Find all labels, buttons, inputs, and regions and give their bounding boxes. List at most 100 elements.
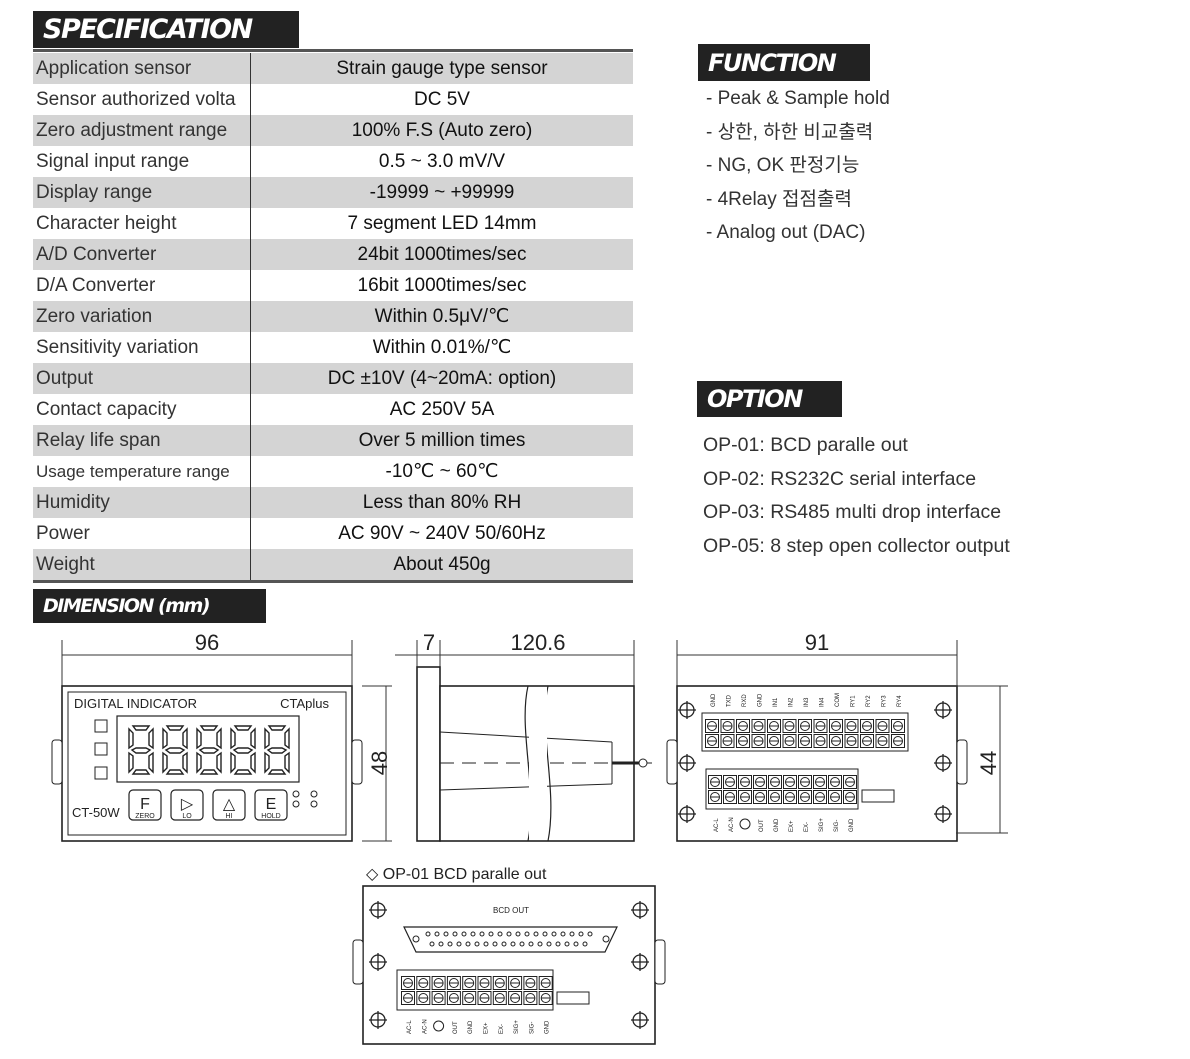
model-label: CT-50W — [72, 805, 120, 820]
terminal-label: OUT — [759, 819, 765, 832]
terminal-label: AC-L — [407, 1020, 413, 1034]
terminal: RY4 — [891, 695, 905, 748]
spec-value: About 450g — [250, 549, 633, 583]
terminal: COM — [829, 693, 843, 748]
bcd-pin — [542, 931, 548, 937]
spec-value: AC 90V ~ 240V 50/60Hz — [338, 523, 546, 544]
bcd-pin — [533, 931, 539, 937]
spec-label: Relay life span — [33, 425, 251, 456]
terminal: OUT — [446, 976, 461, 1034]
terminal: SIG- — [828, 775, 842, 832]
device-label: DIGITAL INDICATOR — [74, 696, 197, 711]
front-key-symbol: △ — [223, 796, 236, 813]
terminal-label: IN2 — [789, 697, 795, 707]
bcd-pin — [483, 941, 489, 947]
terminal-label: RXD — [742, 694, 748, 707]
terminal-label: EX+ — [789, 820, 795, 832]
dim-body-depth: 120.6 — [510, 630, 565, 655]
bcd-pin — [465, 941, 471, 947]
front-key-hi[interactable]: △HI — [212, 789, 246, 821]
terminal: GND — [538, 976, 553, 1034]
option-item: OP-02: RS232C serial interface — [703, 467, 977, 490]
bcd-pin — [443, 931, 449, 937]
spec-label: Humidity — [33, 487, 251, 518]
spec-label: Character height — [33, 208, 251, 239]
terminal-label: OUT — [453, 1021, 459, 1034]
side-view-drawing: 7 120.6 48 — [362, 630, 652, 842]
op01-caption: ◇ OP-01 BCD paralle out — [366, 866, 547, 883]
spec-value: 100% F.S (Auto zero) — [250, 115, 633, 146]
terminal: RXD — [736, 694, 750, 748]
terminal-label: SIG+ — [819, 818, 825, 832]
terminal-label: GND — [849, 818, 855, 832]
spec-label: Zero adjustment range — [33, 115, 251, 146]
bcd-pin — [510, 941, 516, 947]
spec-label: Display range — [33, 177, 251, 208]
bcd-pin — [447, 941, 453, 947]
bcd-pin — [560, 931, 566, 937]
bcd-pin — [519, 941, 525, 947]
bcd-pin — [582, 941, 588, 947]
spec-row: Display range-19999 ~ +99999 — [33, 177, 633, 208]
option-item: OP-05: 8 step open collector output — [703, 534, 1010, 557]
front-key-caption: ZERO — [135, 813, 155, 820]
spec-label: Power — [33, 518, 251, 549]
spec-value: DC 5V — [414, 89, 470, 110]
function-header: FUNCTION — [698, 44, 870, 81]
terminal-label: AC-N — [729, 817, 735, 832]
dim-panel-depth: 7 — [423, 630, 435, 655]
spec-label: Output — [33, 363, 251, 394]
spec-value: 24bit 1000times/sec — [250, 239, 633, 270]
terminal: AC-N — [416, 976, 431, 1034]
terminal-label: RY4 — [897, 695, 903, 707]
seven-segment-digit — [196, 725, 222, 775]
spec-row: Power AC 90V ~ 240V 50/60Hz — [33, 518, 633, 549]
terminal: AC-L — [708, 775, 722, 832]
dim-front-height: 48 — [367, 751, 392, 775]
bcd-pin — [551, 931, 557, 937]
spec-label: Zero variation — [33, 301, 251, 332]
terminal-label: IN1 — [773, 697, 779, 707]
front-view-drawing: 96 DIGITAL INDICATOR CTAplus CT-50W FZER… — [51, 630, 363, 842]
bcd-pin — [569, 931, 575, 937]
front-key-symbol: F — [140, 796, 150, 813]
bcd-pin — [555, 941, 561, 947]
spec-value: 16bit 1000times/sec — [357, 275, 527, 296]
spec-label: Weight — [33, 549, 251, 583]
front-key-lo[interactable]: ▷LO — [170, 789, 204, 821]
terminal: GND — [751, 693, 766, 748]
terminal: RY2 — [860, 695, 874, 748]
bcd-connector-label: BCD OUT — [493, 906, 529, 915]
terminal-label: GND — [468, 1020, 474, 1034]
seven-segment-digit — [162, 725, 188, 775]
terminal-label: IN3 — [804, 697, 810, 707]
terminal-label: GND — [774, 818, 780, 832]
spec-label: Sensor authorized volta — [33, 84, 251, 115]
front-key-caption: LO — [182, 813, 192, 820]
terminal: EX- — [492, 976, 507, 1034]
terminal-label: SIG- — [834, 820, 840, 832]
function-item: - Peak & Sample hold — [706, 88, 890, 109]
spec-value: Strain gauge type sensor — [250, 53, 633, 84]
seven-segment-digit — [128, 725, 154, 775]
terminal-label: TXD — [727, 694, 733, 707]
front-key-symbol: E — [266, 796, 277, 813]
terminal-label: COM — [835, 693, 841, 707]
terminal: IN2 — [782, 697, 797, 748]
spec-value: DC ±10V (4~20mA: option) — [250, 363, 633, 394]
spec-label: Contact capacity — [33, 394, 251, 425]
terminal: SIG+ — [813, 775, 827, 832]
seven-segment-digit — [264, 725, 290, 775]
terminal-label: IN4 — [820, 697, 826, 707]
